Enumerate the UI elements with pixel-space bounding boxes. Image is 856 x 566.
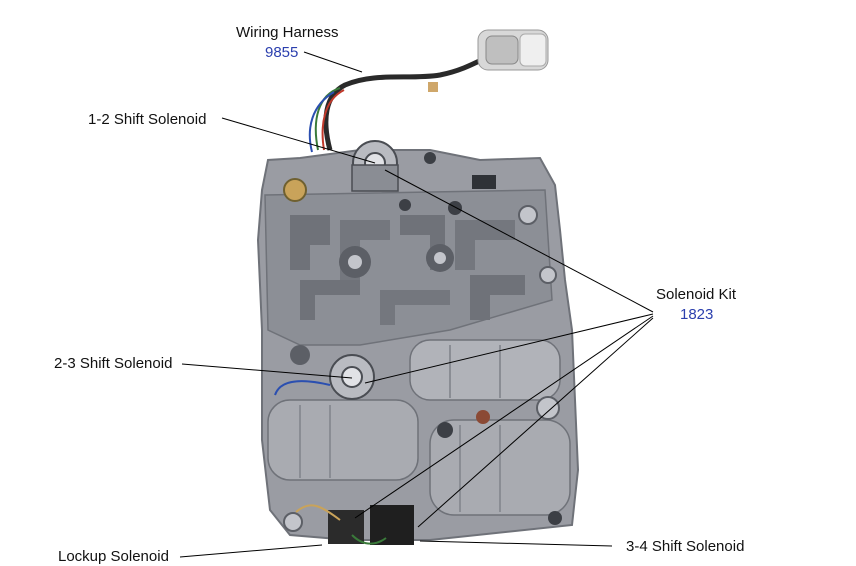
part-number-solenoid-kit: 1823 bbox=[680, 306, 714, 323]
label-solenoid-kit: Solenoid Kit bbox=[656, 286, 737, 303]
label-lockup-solenoid: Lockup Solenoid bbox=[58, 548, 169, 565]
leader-1-2-shift-solenoid bbox=[221, 117, 376, 164]
leader-kit-to-2-3 bbox=[364, 313, 654, 384]
wiring-harness-icon bbox=[308, 52, 493, 153]
valve-body-photo-icon bbox=[256, 140, 580, 545]
leader-kit-to-3-4 bbox=[417, 317, 654, 528]
leader-2-3-shift-solenoid bbox=[181, 363, 353, 379]
label-2-3-shift-solenoid: 2-3 Shift Solenoid bbox=[54, 355, 173, 372]
leader-kit-to-lockup bbox=[354, 315, 654, 519]
part-number-wiring-harness: 9855 bbox=[265, 44, 299, 61]
leader-lockup-solenoid bbox=[179, 544, 323, 558]
harness-connector-icon bbox=[477, 29, 549, 71]
label-1-2-shift-solenoid: 1-2 Shift Solenoid bbox=[88, 111, 207, 128]
leader-3-4-shift-solenoid bbox=[419, 540, 613, 547]
leader-wiring-harness bbox=[303, 51, 363, 73]
leader-lines bbox=[179, 51, 654, 558]
label-wiring-harness: Wiring Harness bbox=[236, 24, 339, 41]
leader-kit-to-1-2 bbox=[384, 169, 654, 313]
label-3-4-shift-solenoid: 3-4 Shift Solenoid bbox=[626, 538, 745, 555]
